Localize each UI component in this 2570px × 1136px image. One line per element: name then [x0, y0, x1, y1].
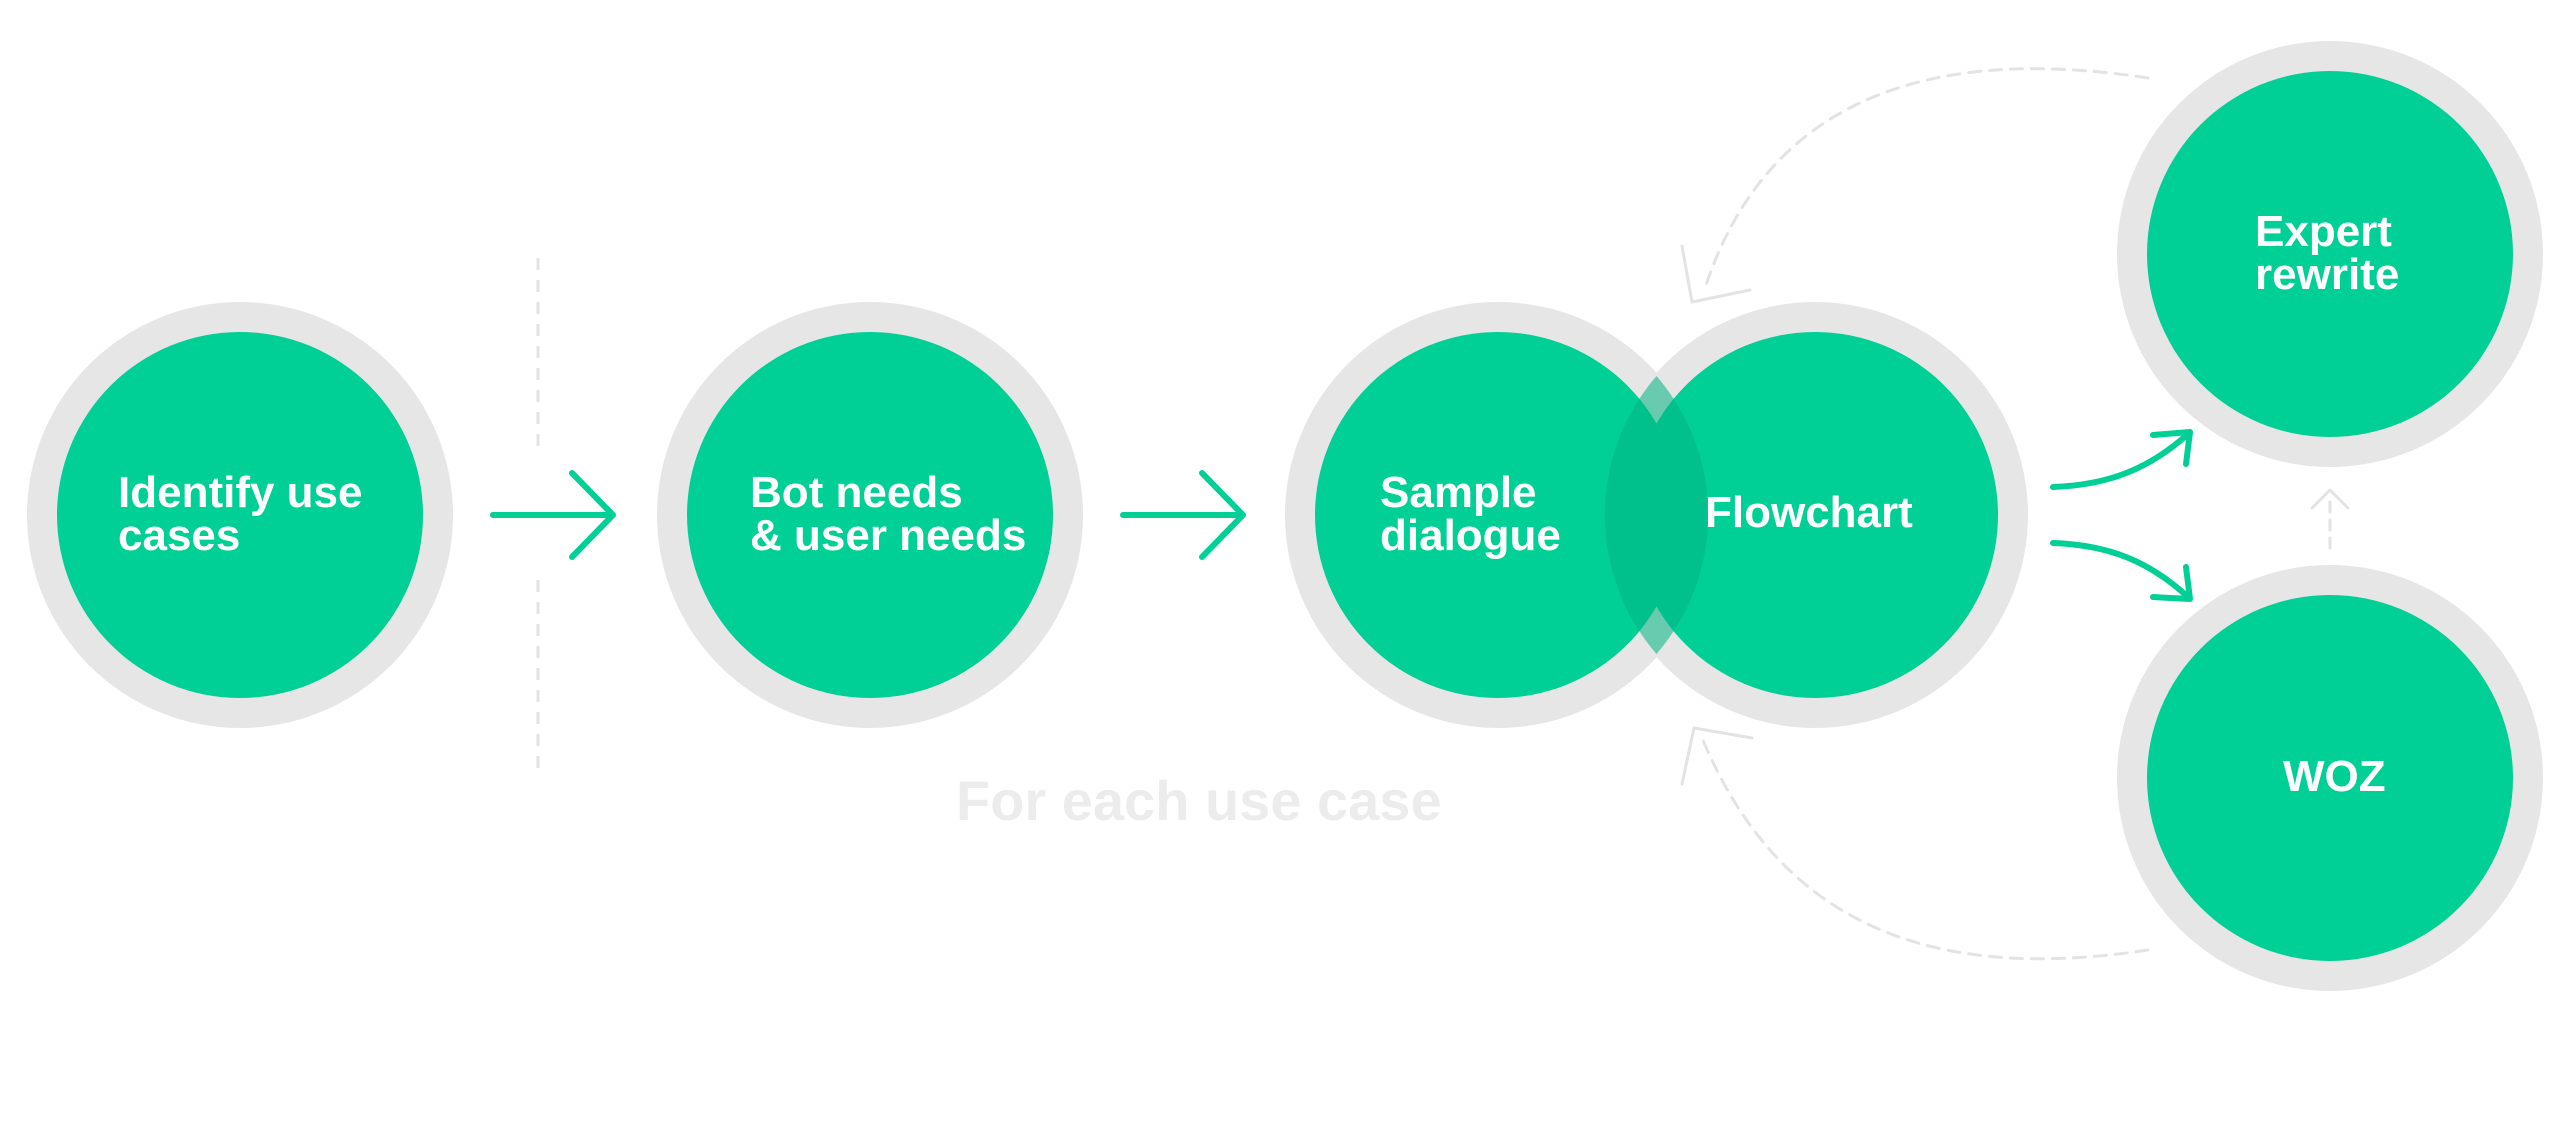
- node-flowchart-fill: [1632, 332, 1998, 698]
- caption-for-each-use-case: For each use case: [956, 769, 1442, 832]
- node-woz: WOZ: [2117, 565, 2543, 991]
- node-bot-needs-label-line2: & user needs: [750, 511, 1026, 560]
- dashed-up-arrow-icon: [2310, 488, 2350, 550]
- node-sample-label-line2: dialogue: [1380, 511, 1561, 560]
- dashed-return-arrow-icon: [1680, 726, 2150, 961]
- node-expert-label-line1: Expert: [2255, 207, 2392, 256]
- dashed-return-arrow-icon: [1680, 67, 2150, 304]
- node-expert-label-line2: rewrite: [2255, 250, 2399, 299]
- node-woz-label: WOZ: [2283, 752, 2386, 801]
- overlap-shade: [1604, 376, 1709, 654]
- arrow-right-icon: [1120, 470, 1246, 560]
- node-expert-rewrite: Expert rewrite: [2117, 41, 2543, 467]
- curved-arrow-icon: [2050, 429, 2193, 490]
- node-sample-label-line1: Sample: [1380, 468, 1537, 517]
- curved-arrow-icon: [2050, 540, 2193, 602]
- node-identify-label-line2: cases: [118, 511, 240, 560]
- node-flowchart-label: Flowchart: [1705, 488, 1913, 537]
- arrow-right-icon: [490, 470, 616, 560]
- node-sample-dialogue-fill: [1315, 332, 1681, 698]
- node-identify-label-line1: Identify use: [118, 468, 363, 517]
- node-bot-and-user-needs: Bot needs & user needs: [657, 302, 1083, 728]
- node-bot-needs-label-line1: Bot needs: [750, 468, 963, 517]
- node-identify-use-cases: Identify use cases: [27, 302, 453, 728]
